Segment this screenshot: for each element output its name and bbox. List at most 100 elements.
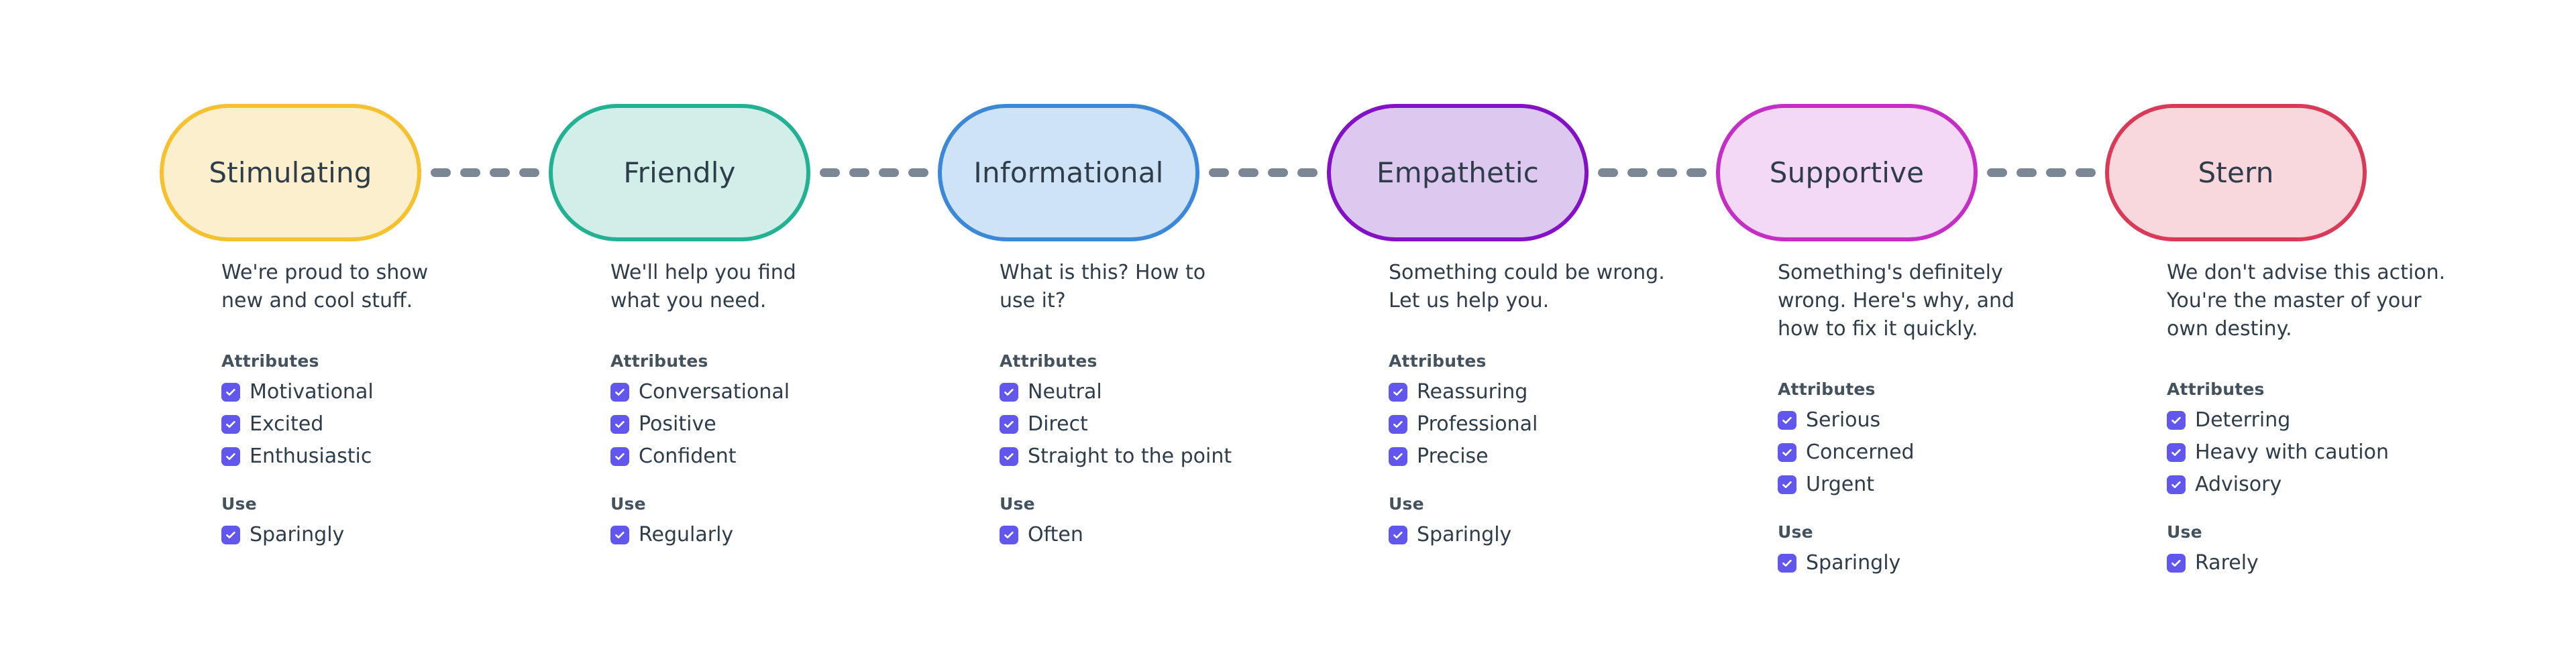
checkbox-label: Sparingly (250, 523, 345, 546)
checkbox-row[interactable]: Serious (1778, 407, 2167, 434)
checkbox-row[interactable]: Often (1000, 522, 1389, 548)
checkbox-row[interactable]: Urgent (1778, 471, 2167, 498)
checkbox-row[interactable]: Sparingly (221, 522, 610, 548)
checkbox-label: Serious (1806, 408, 1881, 432)
group-title-attributes: Attributes (1000, 351, 1097, 371)
dashed-line-icon (810, 168, 938, 178)
checkmark-icon[interactable] (221, 447, 240, 466)
checkbox-row[interactable]: Straight to the point (1000, 443, 1389, 470)
checkmark-icon[interactable] (1000, 383, 1018, 402)
group-title-attributes: Attributes (221, 351, 319, 371)
checkmark-icon[interactable] (1389, 526, 1407, 544)
connector-dash (1627, 168, 1648, 177)
tone-detail-columns: We're proud to show new and cool stuff.A… (221, 259, 2556, 582)
tone-pill-informational[interactable]: Informational (938, 104, 1199, 241)
checkbox-row[interactable]: Direct (1000, 411, 1389, 438)
checkmark-icon[interactable] (610, 415, 629, 434)
checkmark-icon[interactable] (1389, 383, 1407, 402)
checkbox-label: Concerned (1806, 440, 1915, 464)
checkmark-icon[interactable] (1778, 554, 1796, 573)
checkbox-row[interactable]: Rarely (2167, 550, 2556, 577)
checkbox-row[interactable]: Regularly (610, 522, 1000, 548)
checkbox-row[interactable]: Professional (1389, 411, 1778, 438)
checkmark-icon[interactable] (610, 447, 629, 466)
checkbox-row[interactable]: Motivational (221, 379, 610, 406)
tone-pill-supportive[interactable]: Supportive (1716, 104, 1978, 241)
checkmark-icon[interactable] (2167, 443, 2186, 462)
checkmark-icon[interactable] (1389, 415, 1407, 434)
tone-pill-empathetic[interactable]: Empathetic (1327, 104, 1589, 241)
tone-description: Something's definitely wrong. Here's why… (1778, 261, 2015, 341)
checkbox-row[interactable]: Conversational (610, 379, 1000, 406)
checkmark-icon[interactable] (221, 415, 240, 434)
group-title-use: Use (1389, 494, 1424, 514)
checkmark-icon[interactable] (221, 526, 240, 544)
tone-description: We'll help you find what you need. (610, 261, 796, 312)
checkmark-icon[interactable] (610, 526, 629, 544)
tone-pill-stimulating[interactable]: Stimulating (160, 104, 421, 241)
tone-pill-label: Informational (973, 156, 1164, 189)
checkbox-label: Neutral (1028, 380, 1102, 404)
connector-dash (431, 168, 451, 177)
connector-dash (2017, 168, 2037, 177)
group-title-use: Use (1000, 494, 1035, 514)
tone-pill-label: Friendly (623, 156, 736, 189)
tone-column-supportive: Something's definitely wrong. Here's why… (1778, 259, 2167, 582)
checkbox-row[interactable]: Excited (221, 411, 610, 438)
checkmark-icon[interactable] (2167, 554, 2186, 573)
checkbox-label: Sparingly (1417, 523, 1512, 546)
checkbox-row[interactable]: Neutral (1000, 379, 1389, 406)
tone-pill-label: Empathetic (1376, 156, 1539, 189)
tone-column-stern: We don't advise this action. You're the … (2167, 259, 2556, 582)
checkbox-row[interactable]: Sparingly (1389, 522, 1778, 548)
group-title-attributes: Attributes (2167, 379, 2265, 399)
checkbox-label: Direct (1028, 412, 1088, 436)
connector-dash (1657, 168, 1677, 177)
checkmark-icon[interactable] (1000, 447, 1018, 466)
checkmark-icon[interactable] (2167, 411, 2186, 430)
tone-pill-friendly[interactable]: Friendly (549, 104, 810, 241)
group-title-use: Use (1778, 522, 1813, 542)
checkbox-label: Reassuring (1417, 380, 1528, 404)
tone-pill-label: Stern (2198, 156, 2274, 189)
checkbox-row[interactable]: Heavy with caution (2167, 439, 2556, 466)
checkbox-row[interactable]: Sparingly (1778, 550, 2167, 577)
tone-pill-label: Supportive (1769, 156, 1925, 189)
checkmark-icon[interactable] (1389, 447, 1407, 466)
checkmark-icon[interactable] (2167, 475, 2186, 494)
checkbox-row[interactable]: Precise (1389, 443, 1778, 470)
checkmark-icon[interactable] (610, 383, 629, 402)
connector-dash (2076, 168, 2096, 177)
tone-description: Something could be wrong. Let us help yo… (1389, 261, 1665, 312)
checkmark-icon[interactable] (1778, 475, 1796, 494)
dashed-line-icon (1978, 168, 2105, 178)
checkbox-label: Professional (1417, 412, 1538, 436)
checkbox-row[interactable]: Positive (610, 411, 1000, 438)
checkbox-row[interactable]: Enthusiastic (221, 443, 610, 470)
checkmark-icon[interactable] (221, 383, 240, 402)
connector-dash (1987, 168, 2007, 177)
connector-dash (820, 168, 840, 177)
checkbox-row[interactable]: Confident (610, 443, 1000, 470)
connector-dash (2046, 168, 2066, 177)
group-title-use: Use (221, 494, 257, 514)
connector-dash (1598, 168, 1618, 177)
checkbox-row[interactable]: Deterring (2167, 407, 2556, 434)
checkbox-row[interactable]: Concerned (1778, 439, 2167, 466)
checkbox-row[interactable]: Reassuring (1389, 379, 1778, 406)
tone-pill-stern[interactable]: Stern (2105, 104, 2367, 241)
connector-dash (460, 168, 480, 177)
checkmark-icon[interactable] (1000, 415, 1018, 434)
checkmark-icon[interactable] (1000, 526, 1018, 544)
checkmark-icon[interactable] (1778, 411, 1796, 430)
checkbox-label: Heavy with caution (2195, 440, 2389, 464)
checkmark-icon[interactable] (1778, 443, 1796, 462)
checkbox-row[interactable]: Advisory (2167, 471, 2556, 498)
tone-column-stimulating: We're proud to show new and cool stuff.A… (221, 259, 610, 582)
